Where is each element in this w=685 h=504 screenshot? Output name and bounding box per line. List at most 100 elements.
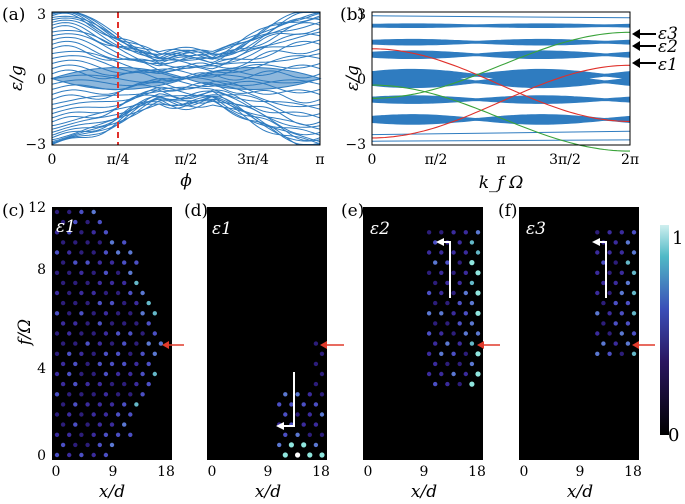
heat-dot — [91, 351, 96, 356]
panel-a-ytick: 0 — [37, 72, 46, 88]
band-lens — [371, 23, 631, 28]
heat-dot — [60, 442, 66, 448]
heat-dot — [146, 381, 151, 387]
heat-dot — [451, 371, 456, 377]
heat-dot — [85, 219, 90, 225]
heat-dot — [433, 361, 438, 367]
heat-dot — [426, 311, 432, 316]
panel-a-xtick: 3π/4 — [237, 152, 269, 168]
heat-dot — [313, 422, 319, 427]
heat-dot — [85, 240, 90, 245]
heat-dot — [307, 452, 313, 458]
panel-a-ylabel: ε/g — [7, 65, 27, 91]
heat-dot — [469, 300, 475, 306]
heat-dot — [619, 270, 624, 275]
heat-dot — [60, 321, 66, 326]
panel-d-white-arrow — [280, 372, 295, 427]
heat-dot — [85, 260, 90, 265]
heat-dot — [146, 300, 151, 306]
heat-dot — [289, 402, 294, 407]
heat-dot — [97, 381, 103, 387]
heat-dot — [109, 402, 115, 407]
heat-dot — [625, 300, 631, 306]
spectrum-line — [51, 90, 321, 126]
panel-d-inset-label: ε1 — [212, 219, 232, 239]
heat-dot — [595, 270, 600, 275]
panel-c-ylabel: f/Ω — [15, 319, 35, 347]
heat-dot — [79, 392, 84, 397]
heat-dot — [79, 412, 84, 417]
panel-d-xtick: 18 — [312, 464, 330, 480]
heat-dot — [79, 209, 84, 215]
band-line — [371, 139, 631, 142]
heat-dot — [152, 311, 157, 316]
heat-dot — [475, 270, 481, 276]
heat-dot — [97, 422, 103, 427]
panel-f-xtick: 18 — [624, 464, 642, 480]
panel-b-ylabel: ε/g — [343, 65, 363, 91]
heat-dot — [73, 422, 78, 427]
heat-dot — [426, 371, 432, 377]
panel-d-xtick: 0 — [208, 464, 217, 480]
heat-dot — [97, 300, 103, 306]
heat-dot — [91, 311, 96, 316]
spectrum-line — [51, 89, 321, 119]
panel-b: (b) ε/g 3 0 −3 0 π/2 π 3π/2 2π k_f Ω ε3 … — [340, 5, 678, 193]
heat-dot — [433, 280, 438, 286]
heat-dot — [595, 351, 600, 356]
heat-dot — [73, 300, 78, 306]
heat-dot — [313, 341, 319, 346]
panel-a-xtick: π/2 — [175, 152, 198, 168]
heat-dot — [85, 361, 90, 367]
panel-c: (c) f/Ω ε1 12 8 4 0 0 9 18 x/d — [2, 200, 184, 502]
panel-c-inset-label: ε1 — [56, 217, 76, 237]
panel-c-ytick: 4 — [37, 361, 46, 377]
heat-dot — [319, 392, 325, 397]
heat-dot — [97, 442, 103, 448]
heat-dot — [319, 432, 325, 437]
heat-dot — [79, 290, 84, 296]
heat-dot — [140, 371, 145, 377]
heat-dot — [79, 230, 84, 235]
annotation-epsilon-2: ε2 — [658, 37, 678, 57]
heat-dot — [140, 351, 145, 356]
heat-dot — [463, 250, 468, 255]
panel-c-ytick: 12 — [28, 200, 46, 216]
heat-dot — [595, 250, 600, 255]
heat-dot — [146, 361, 151, 367]
heat-dot — [54, 250, 60, 255]
panel-d-dots — [277, 341, 325, 458]
heat-dot — [73, 240, 78, 245]
panel-f-label: (f) — [498, 201, 518, 221]
heat-dot — [313, 361, 319, 367]
heat-dot — [103, 290, 109, 296]
edge-state-curve — [372, 31, 630, 99]
heat-dot — [54, 290, 60, 296]
heat-dot — [97, 260, 103, 265]
heat-dot — [463, 351, 468, 356]
band-lens — [371, 95, 631, 104]
heat-dot — [73, 361, 78, 367]
heat-dot — [451, 230, 456, 235]
heat-dot — [103, 250, 109, 255]
heat-dot — [128, 250, 133, 255]
heat-dot — [439, 290, 444, 296]
heat-dot — [103, 432, 109, 437]
heat-dot — [73, 219, 78, 225]
heat-dot — [103, 331, 109, 336]
heat-dot — [54, 432, 60, 437]
heat-dot — [91, 250, 96, 255]
heat-dot — [469, 321, 475, 326]
spectrum-line — [51, 86, 321, 117]
colorbar: 1 0 — [660, 225, 683, 446]
panel-f-xtick: 9 — [576, 464, 585, 480]
heat-dot — [475, 371, 481, 377]
heat-dot — [601, 300, 606, 306]
heat-dot — [60, 341, 66, 346]
heat-dot — [91, 371, 96, 377]
heat-dot — [122, 280, 127, 286]
panel-e-xtick: 9 — [420, 464, 429, 480]
spectrum-line — [51, 98, 321, 145]
heat-dot — [469, 260, 475, 266]
